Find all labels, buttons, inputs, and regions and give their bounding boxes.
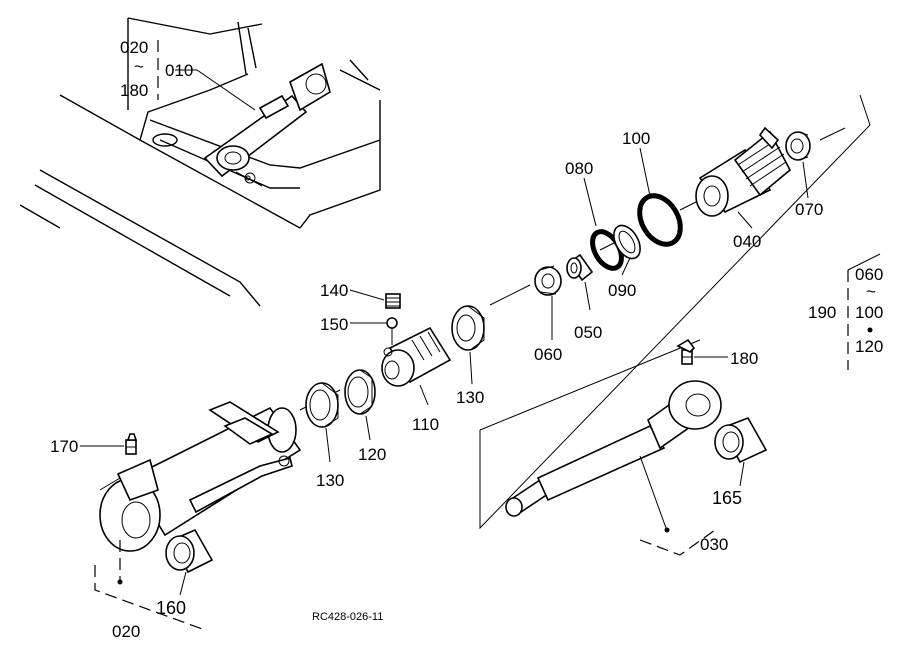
label-080: 080: [565, 159, 593, 178]
leader-010: [175, 69, 256, 111]
label-140: 140: [320, 281, 348, 300]
label-020-top: 020: [120, 38, 148, 57]
label-120-kit: 120: [855, 337, 883, 356]
piston-rod-030: [505, 380, 722, 517]
label-030: 030: [700, 535, 728, 554]
leader-165: [739, 461, 745, 487]
bracket-020-lower: [94, 565, 206, 631]
rod-group-frame: [479, 94, 871, 530]
kit-dot: [867, 327, 873, 333]
leader-160: [179, 571, 187, 596]
grease-fitting-180: [676, 338, 696, 365]
label-060-kit: 060: [855, 265, 883, 284]
leader-050: [584, 281, 591, 311]
leader-100: [639, 147, 651, 197]
leader-040: [737, 211, 753, 229]
leader-120: [365, 415, 371, 441]
label-190: 190: [808, 303, 836, 322]
label-060: 060: [534, 345, 562, 364]
nut-060: [534, 265, 562, 296]
seal-130-lower: [305, 382, 339, 428]
leader-080: [583, 177, 597, 227]
leader-070: [802, 161, 809, 199]
leader-130-upper: [469, 351, 473, 385]
leader-090: [621, 257, 631, 276]
backup-ring-090: [613, 224, 641, 260]
label-tilde-kit: ~: [866, 282, 876, 301]
label-150: 150: [320, 315, 348, 334]
leader-dot-020: [117, 579, 123, 585]
label-050: 050: [574, 323, 602, 342]
piston-110: [381, 326, 452, 387]
bracket-190-top: [847, 253, 881, 271]
label-010: 010: [165, 61, 193, 80]
leader-140: [349, 289, 385, 301]
wiper-070: [785, 131, 811, 161]
label-160: 160: [156, 598, 186, 618]
label-180-right: 180: [730, 349, 758, 368]
leader-130-lower: [325, 427, 331, 463]
label-130-lower: 130: [316, 471, 344, 490]
label-100: 100: [622, 129, 650, 148]
bushing-160: [165, 528, 214, 574]
label-180-top: 180: [120, 81, 148, 100]
label-100-kit: 100: [855, 303, 883, 322]
gland-040: [695, 126, 792, 217]
seal-130-upper: [451, 305, 485, 351]
label-130-upper: 130: [456, 388, 484, 407]
leader-030: [639, 455, 667, 529]
set-screw-140: [385, 293, 401, 309]
bushing-050: [566, 253, 594, 282]
leader-dot-030: [664, 527, 670, 533]
rod-group-frame-top: [479, 339, 701, 431]
o-ring-100: [637, 193, 683, 247]
tractor-frame-drawing: [19, 17, 381, 307]
steel-ball-150: [386, 317, 398, 329]
ring-120: [344, 369, 376, 415]
label-165: 165: [712, 488, 742, 508]
label-090: 090: [608, 281, 636, 300]
label-070: 070: [795, 200, 823, 219]
label-120: 120: [358, 445, 386, 464]
label-110: 110: [412, 415, 439, 434]
bracket-030: [639, 529, 716, 556]
label-170: 170: [50, 437, 78, 456]
cylinder-tube-020: [99, 401, 302, 552]
grease-fitting-170: [125, 433, 138, 455]
bushing-165: [714, 417, 768, 464]
label-tilde-top: ~: [134, 57, 144, 76]
leader-110: [419, 384, 429, 406]
drawing-reference-code: RC428-026-11: [312, 611, 383, 623]
label-020-lower: 020: [112, 622, 140, 641]
label-040: 040: [733, 232, 761, 251]
